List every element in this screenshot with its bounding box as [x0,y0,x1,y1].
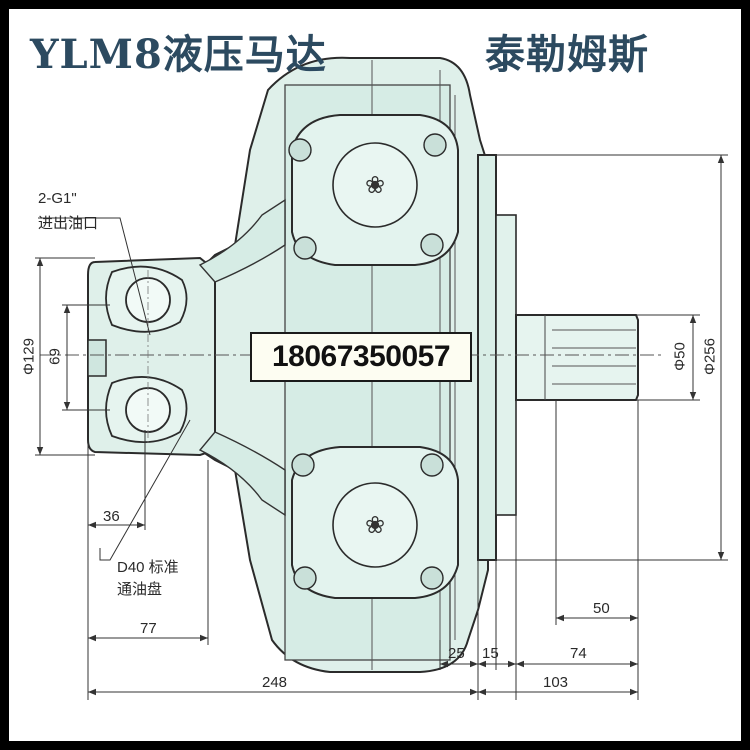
distributor-cap [87,339,107,377]
port-label-line2: 进出油口 [38,215,99,232]
distributor-label-line1: D40 标准 [117,559,179,576]
dim-74: 74 [570,645,587,662]
cylinder-cap-lower: ❀ [291,446,459,599]
dimension-lines [35,154,728,700]
svg-text:❀: ❀ [365,511,385,539]
title-brand: 泰勒姆斯 [485,31,649,78]
mounting-flange [477,154,497,561]
dim-50-shaft: 50 [593,600,610,617]
dim-diameter-256: Φ256 [701,338,719,375]
phone-number-banner: 18067350057 [250,332,472,382]
dim-36: 36 [103,508,120,525]
port-label-line1: 2-G1" [38,190,77,207]
dim-diameter-50: Φ50 [671,342,689,371]
title-model: YLM8液压马达 [30,31,327,78]
dim-25: 25 [448,645,465,662]
dim-69: 69 [46,348,64,365]
dim-77: 77 [140,620,157,637]
dim-248: 248 [262,674,288,691]
output-shaft [515,314,639,401]
distributor-label-line2: 通油盘 [117,581,163,598]
dim-15: 15 [482,645,499,662]
oil-port-upper [125,277,171,323]
svg-text:❀: ❀ [365,171,385,199]
dim-diameter-129: Φ129 [20,338,38,375]
dim-103: 103 [543,674,569,691]
cylinder-cap-upper: ❀ [288,114,459,266]
